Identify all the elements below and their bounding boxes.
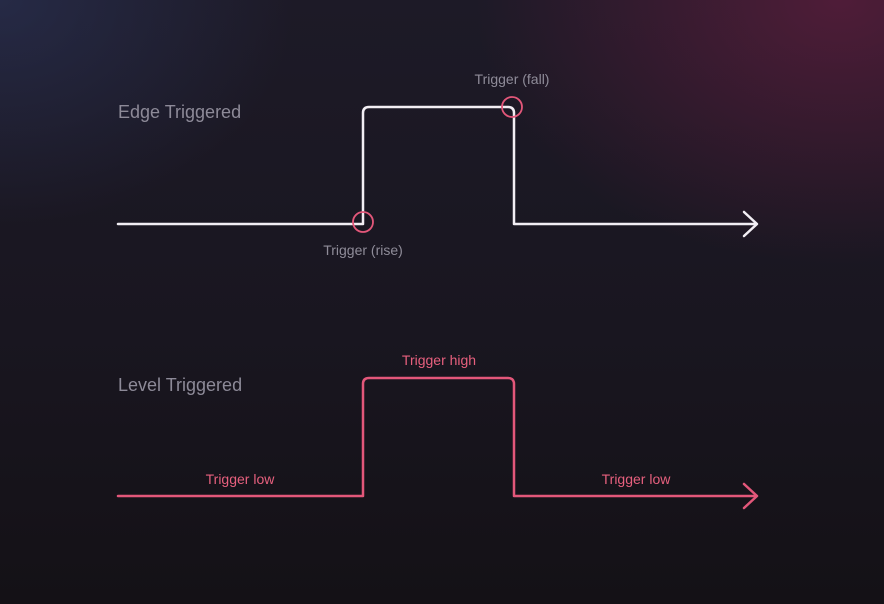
edge-arrow-head — [742, 210, 759, 238]
fall-trigger-label: Trigger (fall) — [475, 71, 550, 87]
trigger-low-label-left: Trigger low — [206, 471, 276, 487]
level-triggered-section: Level Triggered Trigger low Trigger high… — [116, 352, 759, 510]
level-arrow-head — [742, 482, 759, 510]
trigger-low-label-right: Trigger low — [602, 471, 672, 487]
rise-trigger-marker — [352, 211, 374, 233]
edge-waveform — [116, 105, 758, 226]
edge-triggered-section: Edge Triggered Trigger (rise) Trigger (f… — [116, 71, 759, 258]
rise-trigger-label: Trigger (rise) — [323, 242, 403, 258]
edge-section-title: Edge Triggered — [118, 102, 241, 122]
level-section-title: Level Triggered — [118, 375, 242, 395]
trigger-high-label: Trigger high — [402, 352, 476, 368]
level-waveform — [116, 376, 758, 498]
fall-trigger-marker — [501, 96, 523, 118]
